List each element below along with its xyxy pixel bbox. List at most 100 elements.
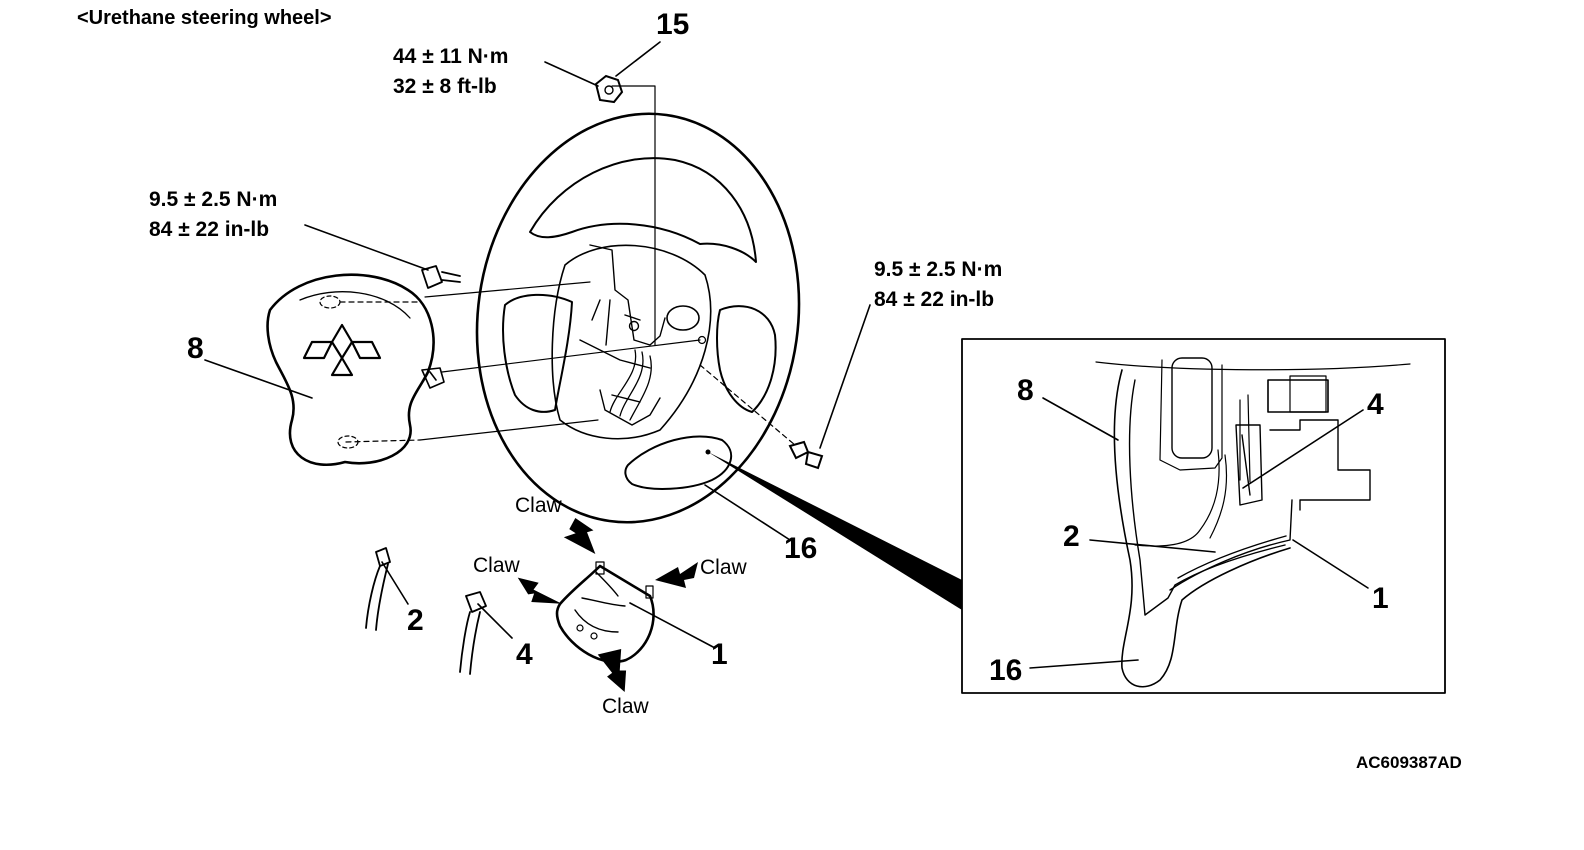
leader-line [704,484,791,541]
wheel-hub-detail [579,244,666,426]
wheel-spoke-right [716,305,777,413]
torque-metric: 9.5 ± 2.5 N·m [149,188,278,211]
leader-line [629,602,716,649]
detail-airbag-edge [1159,359,1223,471]
leader-line [819,304,871,449]
leader-line [1242,409,1364,489]
torque-metric: 9.5 ± 2.5 N·m [874,258,1003,281]
detail-callout-8: 8 [1017,374,1034,407]
lower-cover-tab [595,561,605,575]
detail-origin-dot [705,449,711,455]
airbag-bolt-left [421,265,461,289]
callout-15: 15 [656,8,690,41]
leader-line [1292,539,1369,589]
hub-harness [609,349,652,421]
detail-bracket [1269,419,1371,511]
nut-15-icon [594,74,624,104]
claw-arrows [517,518,698,692]
nut-15-hole [604,85,614,95]
lower-cover-drawing [555,561,655,663]
claw-label: Claw [700,556,747,579]
guide-line [611,85,656,346]
hub-bolt-hole [628,320,640,332]
leader-line [304,224,429,271]
detail-wheel-rim [1095,361,1411,371]
airbag-mount-hole-top [319,295,341,309]
torque-metric: 44 ± 11 N·m [393,45,509,68]
callout-1: 1 [711,638,728,671]
detail-callout-wedge [708,452,962,610]
leader-line [477,603,513,639]
detail-cover-edge [1128,379,1286,616]
callout-16: 16 [784,532,818,565]
detail-connector-block [1267,379,1329,413]
callout-4: 4 [516,638,533,671]
detail-callout-2: 2 [1063,520,1080,553]
airbag-inner-edge [299,291,411,319]
claw-arrow-icon [517,577,562,604]
leader-line [204,359,313,399]
diagram-title: <Urethane steering wheel> [77,7,332,29]
leader-line [1029,659,1139,669]
detail-harness [1134,449,1228,547]
connector-drawings [365,547,487,675]
claw-arrow-icon [597,648,627,692]
callout-2: 2 [407,604,424,637]
claw-label: Claw [473,554,520,577]
lower-cover-hole [576,624,584,632]
wheel-spoke-left [502,293,573,413]
wheel-hub-boss [666,305,700,331]
guide-line [345,439,421,443]
wheel-lower-trim [624,435,733,490]
wheel-rim-outer [475,112,801,524]
detail-leader-lines [1029,397,1369,669]
claw-arrow-icon [563,518,596,555]
lower-cover-tab [645,585,654,599]
detail-callout-1: 1 [1372,582,1389,615]
torque-spec-right-bolt: 9.5 ± 2.5 N·m 84 ± 22 in-lb [874,255,1002,315]
mitsubishi-logo-icon [302,323,382,377]
claw-arrow-icon [655,562,698,588]
airbag-module-drawing [266,265,461,467]
assembly-guide-lines [339,85,796,446]
claw-label: Claw [515,494,562,517]
detail-lower-cover [1169,499,1293,591]
torque-spec-nut-15: 44 ± 11 N·m 32 ± 8 ft-lb [393,42,508,102]
torque-imperial: 84 ± 22 in-lb [874,288,995,311]
fasteners [594,74,824,470]
leader-lines [204,41,871,649]
detail-callout-16: 16 [989,654,1023,687]
leader-line [1089,539,1216,553]
guide-line [441,339,701,373]
detail-connector-4-wire [1239,394,1251,483]
guide-line [699,364,796,446]
connector-2-body [365,547,391,631]
detail-view-frame [961,338,1446,694]
connector-4-body [459,591,487,675]
steering-wheel-drawing [475,112,801,524]
leader-line [615,41,661,77]
guide-line [419,419,599,441]
guide-line [424,281,591,298]
torque-imperial: 84 ± 22 in-lb [149,218,270,241]
leader-line [1042,397,1119,441]
detail-connector-cap [1289,375,1327,413]
detail-wheel-edge [1113,369,1291,688]
detail-callout-4: 4 [1367,388,1384,421]
figure-reference-code: AC609387AD [1356,753,1462,772]
right-bolt-icon [788,440,824,470]
claw-label: Claw [602,695,649,718]
leader-line [544,61,599,87]
detail-view [961,338,1446,694]
airbag-connector [421,367,445,389]
detail-inflator [1171,357,1213,459]
callout-8: 8 [187,332,204,365]
lower-cover-hole [590,632,598,640]
torque-spec-left-bolt: 9.5 ± 2.5 N·m 84 ± 22 in-lb [149,185,277,245]
lower-cover-outline [555,564,655,663]
wheel-rim-inner [529,157,757,263]
torque-imperial: 32 ± 8 ft-lb [393,75,497,98]
wheel-hub-outline [551,244,712,440]
